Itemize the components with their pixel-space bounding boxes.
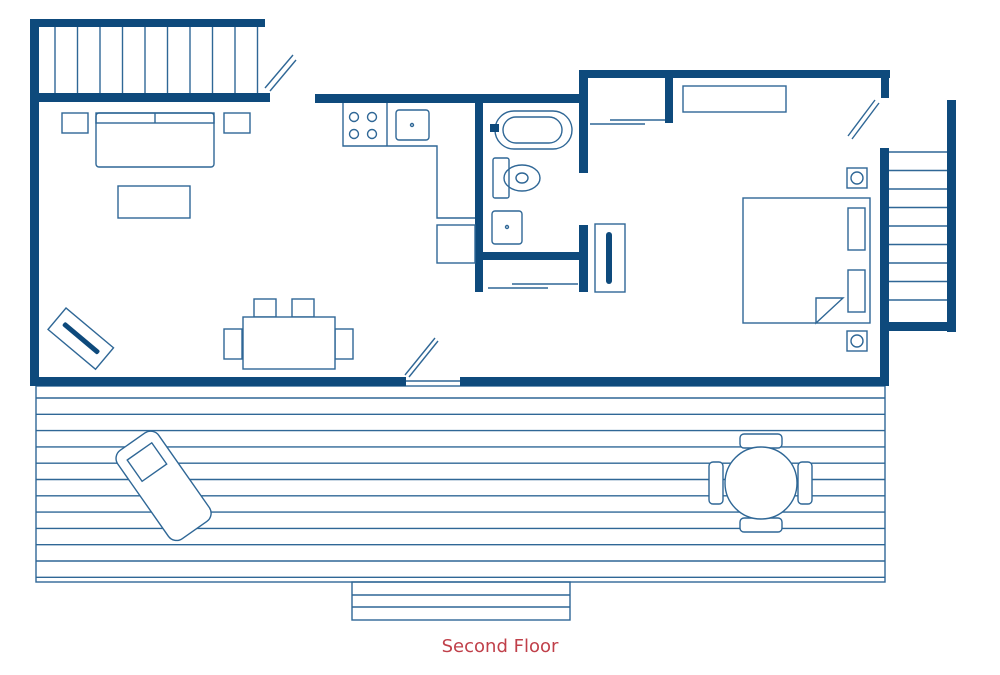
- stairs-top-left: [54, 27, 259, 93]
- round-table: [708, 433, 813, 533]
- lounge-chair: [115, 430, 212, 542]
- bathtub: [490, 110, 573, 150]
- dining-table: [223, 298, 354, 370]
- toilet: [492, 157, 541, 199]
- doors: [264, 54, 880, 382]
- coffee-table: [117, 185, 191, 219]
- kitchen-counter: [342, 103, 476, 264]
- walls: [30, 19, 956, 386]
- bed: [742, 167, 871, 352]
- bathroom-sink: [491, 210, 523, 245]
- floor-caption: Second Floor: [441, 636, 559, 657]
- stairs-right: [889, 151, 947, 301]
- tv-stand: [47, 307, 115, 371]
- closet-shelf: [682, 85, 787, 113]
- sofa: [61, 112, 251, 168]
- deck-steps: [351, 581, 571, 621]
- tv-bedroom: [594, 223, 626, 293]
